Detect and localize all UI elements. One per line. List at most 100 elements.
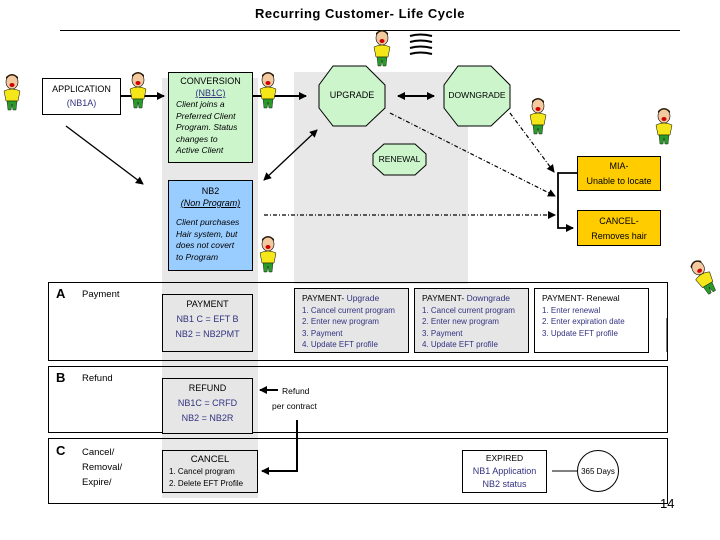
payment-downgrade-title-suffix: Downgrade [466,293,511,303]
nb2-box: NB2 (Non Program) Client purchases Hair … [168,180,253,271]
conversion-desc-1: Client joins a [176,99,225,109]
cancel-removes-line1: CANCEL- [599,216,639,226]
conversion-desc-3: Program. Status [176,122,238,132]
section-c-label-3: Expire/ [82,477,112,488]
nb2-title: NB2 [201,186,220,196]
mia-line2: Unable to locate [586,176,652,186]
refund-line-2: NB2 = NB2R [181,413,234,423]
conversion-desc-2: Preferred Client [176,110,236,121]
payment-downgrade-title-prefix: PAYMENT- [422,293,467,303]
refund-note-1: Refund [282,386,310,396]
nb2-desc-3: does not covert [176,240,235,250]
refund-box: REFUND NB1C = CRFD NB2 = NB2R [162,378,253,434]
payment-downgrade-box: PAYMENT- Downgrade 1. Cancel current pro… [414,288,529,353]
conversion-code: (NB1C) [195,88,226,98]
person-icon-conversion [259,71,277,109]
payment-title: PAYMENT [186,299,229,309]
payment-renewal-box: PAYMENT- Renewal 1. Enter renewal 2. Ent… [534,288,649,353]
person-icon-nb2 [259,235,277,273]
person-icon-top [373,29,391,67]
section-c-label-2: Removal/ [82,462,123,473]
title-divider [60,30,680,31]
cancel-step-2: 2. Delete EFT Profile [169,479,244,488]
section-a-letter: A [56,286,66,301]
nb2-desc-2: Hair system, but [176,228,238,239]
nb2-desc-4: to Program [176,251,219,262]
application-title: APPLICATION [52,84,111,94]
cancel-box: CANCEL 1. Cancel program 2. Delete EFT P… [162,450,258,493]
payment-box: PAYMENT NB1 C = EFT B NB2 = NB2PMT [162,294,253,352]
conversion-box: CONVERSION (NB1C) Client joins a Preferr… [168,72,253,163]
payment-upgrade-step-1: 1. Cancel current program [302,305,395,315]
payment-renewal-step-2: 2. Enter expiration date [542,317,625,326]
payment-downgrade-step-2: 2. Enter new program [422,317,499,326]
page-title: Recurring Customer- Life Cycle [254,6,466,21]
application-code: (NB1A) [66,98,97,108]
person-icon-tilted [686,256,720,297]
section-a-payment [48,282,668,361]
refund-to-cancel-arrow [261,420,298,475]
section-b-letter: B [56,370,66,385]
refund-note-2: per contract [272,401,317,411]
days-circle: 365 Days [577,450,619,492]
section-b-refund [48,366,668,433]
nb2-desc-1: Client purchases [176,217,240,227]
payment-upgrade-step-2: 2. Enter new program [302,317,379,326]
mia-cancel-bracket [557,172,577,232]
section-c-cancel [48,438,668,504]
payment-downgrade-step-3: 3. Payment [422,328,463,338]
mia-line1: MIA- [609,161,629,171]
person-icon-downgrade [529,97,547,135]
upgrade-label: UPGRADE [329,90,375,100]
payment-renewal-step-3: 3. Update EFT profile [542,328,618,338]
downgrade-label: DOWNGRADE [448,90,506,100]
payment-upgrade-box: PAYMENT- Upgrade 1. Cancel current progr… [294,288,409,353]
speech-lines-icon [409,33,433,55]
nb2-subtitle: (Non Program) [180,198,241,208]
conversion-desc-4: changes to [176,133,218,144]
expired-box: EXPIRED NB1 Application NB2 status [462,450,547,493]
mia-box: MIA- Unable to locate [577,156,661,191]
person-icon-bald-right [655,107,673,145]
payment-downgrade-title: PAYMENT- Downgrade [422,293,528,305]
payment-upgrade-title-prefix: PAYMENT- [302,293,347,303]
refund-line-1: NB1C = CRFD [177,398,238,408]
payment-line-2: NB2 = NB2PMT [175,329,240,339]
refund-title: REFUND [188,383,227,393]
person-icon-application [129,71,147,109]
downgrade-octagon [443,65,511,127]
conversion-desc-5: Active Client [176,145,224,155]
upgrade-octagon [318,65,386,127]
section-a-label: Payment [82,289,120,300]
payment-upgrade-step-3: 3. Payment [302,328,343,338]
app-to-nb2-arrow [65,125,144,185]
cancel-removes-line2: Removes hair [591,231,647,241]
cancel-removes-box: CANCEL- Removes hair [577,210,661,246]
renewal-label: RENEWAL [378,154,421,164]
downgrade-to-mia-line [509,112,555,173]
payment-upgrade-step-4: 4. Update EFT profile [302,340,378,349]
expired-line-1: NB1 Application [472,466,537,476]
page-number: 14 [660,496,675,511]
payment-renewal-step-1: 1. Enter renewal [542,305,601,315]
payment-renewal-title: PAYMENT- Renewal [542,293,620,303]
payment-upgrade-title: PAYMENT- Upgrade [302,293,408,305]
application-box: APPLICATION (NB1A) [42,78,121,115]
expired-line-2: NB2 status [482,479,527,489]
conversion-title: CONVERSION [180,76,241,86]
person-icon-bald-left [3,73,21,111]
expired-title: EXPIRED [485,453,524,463]
payment-upgrade-title-suffix: Upgrade [346,293,380,303]
cancel-title: CANCEL [190,454,230,465]
cancel-step-1: 1. Cancel program [169,467,235,476]
nb2-upgrade-arrow [263,129,318,181]
payment-downgrade-step-1: 1. Cancel current program [422,305,515,315]
section-c-letter: C [56,443,66,458]
payment-line-1: NB1 C = EFT B [176,314,239,324]
payment-downgrade-step-4: 4. Update EFT profile [422,340,498,349]
upgrade-to-mia-line [389,112,556,197]
section-c-label-1: Cancel/ [82,447,115,458]
section-b-label: Refund [82,373,113,384]
renewal-octagon [372,143,427,176]
